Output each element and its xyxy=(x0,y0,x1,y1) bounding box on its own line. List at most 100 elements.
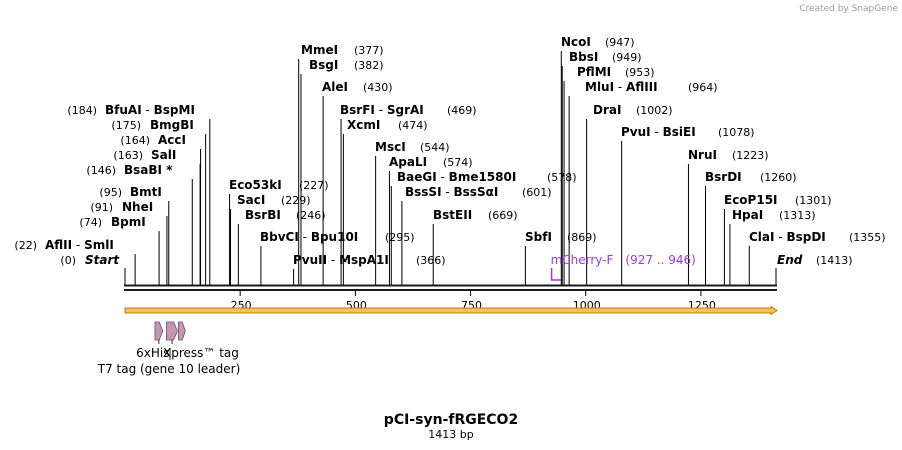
site-bmti: BmtI (95) xyxy=(99,185,170,285)
site-name: BpmI xyxy=(111,215,146,229)
site-enzyme-name: BmtI xyxy=(130,185,162,199)
site-enzyme-name: PflMI xyxy=(577,65,611,79)
site-name: PvuI - BsiEI xyxy=(621,125,696,139)
site-name: BsrBI xyxy=(245,208,281,222)
site-enzyme-name: AflII xyxy=(45,238,72,252)
site-enzyme-name: MmeI xyxy=(301,43,338,57)
site-position: (227) xyxy=(299,179,329,192)
feature-arrow xyxy=(154,321,164,341)
site-enzyme-name: HpaI xyxy=(732,208,763,222)
site-position: (574) xyxy=(443,156,473,169)
site-position: (1078) xyxy=(718,126,755,139)
site-pflmi: PflMI(953) xyxy=(563,65,655,285)
site-enzyme-name: SalI xyxy=(151,148,176,162)
site-enzyme-name: MscI xyxy=(375,140,406,154)
site-alei: AleI(430) xyxy=(322,80,393,285)
site-sbfi: SbfI (869) xyxy=(524,230,597,285)
feature-label: Xpress™ tag xyxy=(163,346,239,360)
plasmid-length: 1413 bp xyxy=(428,428,473,441)
site-enzyme-name: SbfI xyxy=(525,230,552,244)
site-position: (22) xyxy=(14,239,37,252)
site-enzyme-name: ApaLI xyxy=(389,155,427,169)
site-bsrbi: BsrBI (246) xyxy=(237,208,326,285)
site-apali: ApaLI (574) xyxy=(388,155,473,285)
site-enzyme-name: SacI xyxy=(237,193,265,207)
site-position: (1355) xyxy=(849,231,886,244)
site-position: (95) xyxy=(99,186,122,199)
site-bsrdi: BsrDI(1260) xyxy=(705,170,797,285)
site-pvuii: PvuII - MspA1I (366) xyxy=(293,253,446,285)
site-name: PflMI xyxy=(577,65,611,79)
site-name: BbsI xyxy=(569,50,598,64)
site-name: AleI xyxy=(322,80,348,94)
site-pvui: PvuI - BsiEI (1078) xyxy=(621,125,755,285)
site-enzyme-name: PvuI xyxy=(621,125,651,139)
site-enzyme-name: BsgI xyxy=(309,58,338,72)
site-eco53ki: Eco53kI (227) xyxy=(229,178,329,285)
site-enzyme-name: BpmI xyxy=(111,215,146,229)
site-bsrfi: BsrFI - SgrAI(469) xyxy=(340,103,477,285)
site-name: HpaI xyxy=(732,208,763,222)
site-position: (366) xyxy=(416,254,446,267)
site-name-separator: - xyxy=(375,103,387,117)
site-bsabi: BsaBI * (146) xyxy=(86,163,193,285)
site-position: (246) xyxy=(296,209,326,222)
site-position: (947) xyxy=(605,36,635,49)
site-bpmi: BpmI(74) xyxy=(79,215,160,285)
site-name: PvuII - MspA1I xyxy=(293,253,389,267)
site-name-separator: - xyxy=(614,80,626,94)
site-position: (1223) xyxy=(732,149,769,162)
site-position: (1313) xyxy=(779,209,816,222)
site-name: EcoP15I xyxy=(724,193,778,207)
site-enzyme-name: XcmI xyxy=(347,118,380,132)
snapgene-credit: Created by SnapGene xyxy=(799,4,898,14)
site-enzyme-name: SgrAI xyxy=(387,103,424,117)
site-name: NcoI xyxy=(561,35,591,49)
site-nrui: NruI (1223) xyxy=(687,148,769,285)
site-enzyme-name: BfuAI xyxy=(105,103,142,117)
site-name: AccI xyxy=(158,133,186,147)
site-enzyme-name: BsrBI xyxy=(245,208,281,222)
site-enzyme-name: Bme1580I xyxy=(449,170,517,184)
site-enzyme-name: AflIII xyxy=(626,80,658,94)
primer-annotation: mCherry-F(927 .. 946) xyxy=(551,253,696,281)
site-name-separator: - xyxy=(437,170,449,184)
site-enzyme-name: MluI xyxy=(585,80,614,94)
site-enzyme-name: PvuII xyxy=(293,253,327,267)
site-name-separator: - xyxy=(327,253,339,267)
site-position: (544) xyxy=(420,141,450,154)
site-nhei: NheI(91) xyxy=(90,200,168,285)
site-enzyme-name: BsrFI xyxy=(340,103,375,117)
site-enzyme-name: MspA1I xyxy=(339,253,389,267)
site-enzyme-name: Eco53kI xyxy=(229,178,282,192)
site-name: BsaBI * xyxy=(124,163,173,177)
site-position: (949) xyxy=(612,51,642,64)
site-enzyme-name: BsaBI * xyxy=(124,163,173,177)
site-saci: SacI(229) xyxy=(230,193,311,285)
site-name: Eco53kI xyxy=(229,178,282,192)
primer-name: mCherry-F xyxy=(551,253,614,267)
site-name: SacI xyxy=(237,193,265,207)
end-position: (1413) xyxy=(816,254,853,267)
site-position: (869) xyxy=(567,231,597,244)
site-enzyme-name: NruI xyxy=(688,148,717,162)
site-position: (377) xyxy=(354,44,384,57)
restriction-sites: AflII - SmlI (22) BpmI(74)NheI(91)BmtI (95)… xyxy=(14,35,886,285)
end-label: End xyxy=(777,253,803,267)
site-name: ClaI - BspDI xyxy=(749,230,826,244)
site-name: ApaLI xyxy=(389,155,427,169)
site-ecop15i: EcoP15I(1301) xyxy=(723,193,832,285)
site-name: NheI xyxy=(122,200,153,214)
orf-arrow-shape xyxy=(124,305,778,316)
site-position: (295) xyxy=(385,231,415,244)
site-enzyme-name: BspMI xyxy=(154,103,195,117)
site-position: (146) xyxy=(86,164,116,177)
site-name: BmgBI xyxy=(150,118,194,132)
site-enzyme-name: BssSI xyxy=(405,185,442,199)
site-enzyme-name: NcoI xyxy=(561,35,591,49)
site-enzyme-name: SmlI xyxy=(84,238,114,252)
site-name: AflII - SmlI xyxy=(45,238,114,252)
site-name: SalI xyxy=(151,148,176,162)
site-enzyme-name: Bpu10I xyxy=(311,230,358,244)
